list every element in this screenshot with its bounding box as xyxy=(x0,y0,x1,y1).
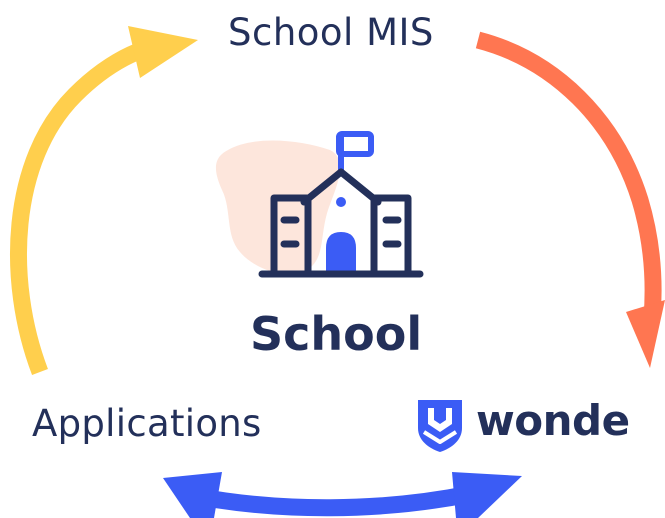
school-background-blob xyxy=(215,140,341,275)
applications-wonde-double-arrow xyxy=(193,485,472,517)
mis-to-wonde-arrowhead xyxy=(626,300,665,368)
school-mis-label: School MIS xyxy=(228,11,434,54)
wonde-logo-text: wonde xyxy=(476,396,630,445)
school-building-icon xyxy=(258,131,424,278)
double-arrow-left-head xyxy=(163,472,222,518)
wonde-shield-icon xyxy=(418,400,462,452)
mis-to-wonde-arrow xyxy=(475,31,662,319)
applications-to-mis-arrowhead xyxy=(128,26,198,78)
applications-label: Applications xyxy=(32,402,262,445)
school-label: School xyxy=(250,307,423,361)
applications-to-mis-arrow xyxy=(9,38,153,376)
double-arrow-right-head xyxy=(452,472,522,518)
